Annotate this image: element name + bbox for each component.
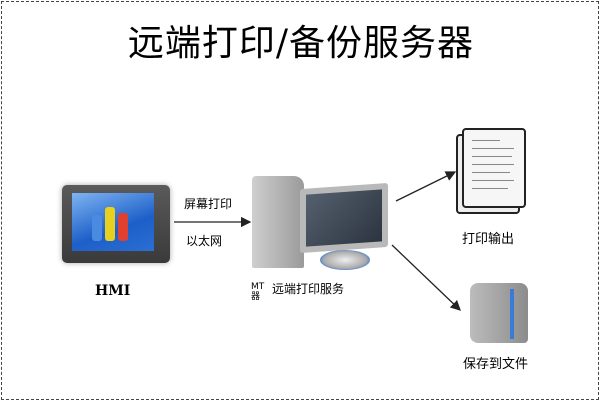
server-label-prefix-line1: MT	[251, 282, 265, 292]
edge-label-screen-print: 屏幕打印	[184, 197, 233, 211]
server-label-prefix-line2: 器	[251, 292, 261, 302]
computer-server-icon	[252, 176, 304, 268]
save-to-file-label: 保存到文件	[463, 357, 529, 372]
server-label: 远端打印服务	[272, 282, 345, 296]
print-output-label: 打印输出	[462, 232, 515, 247]
file-cabinet-icon	[470, 283, 528, 343]
monitor-stand-icon	[320, 250, 370, 270]
hmi-label: HMI	[95, 283, 131, 299]
printed-document-icon	[462, 128, 526, 208]
server-label-prefix: MT 器	[251, 282, 264, 302]
hmi-panel-icon	[62, 185, 170, 263]
monitor-icon	[300, 182, 388, 254]
diagram-title: 远端打印/备份服务器	[127, 23, 475, 64]
edge-label-ethernet: 以太网	[186, 234, 223, 248]
